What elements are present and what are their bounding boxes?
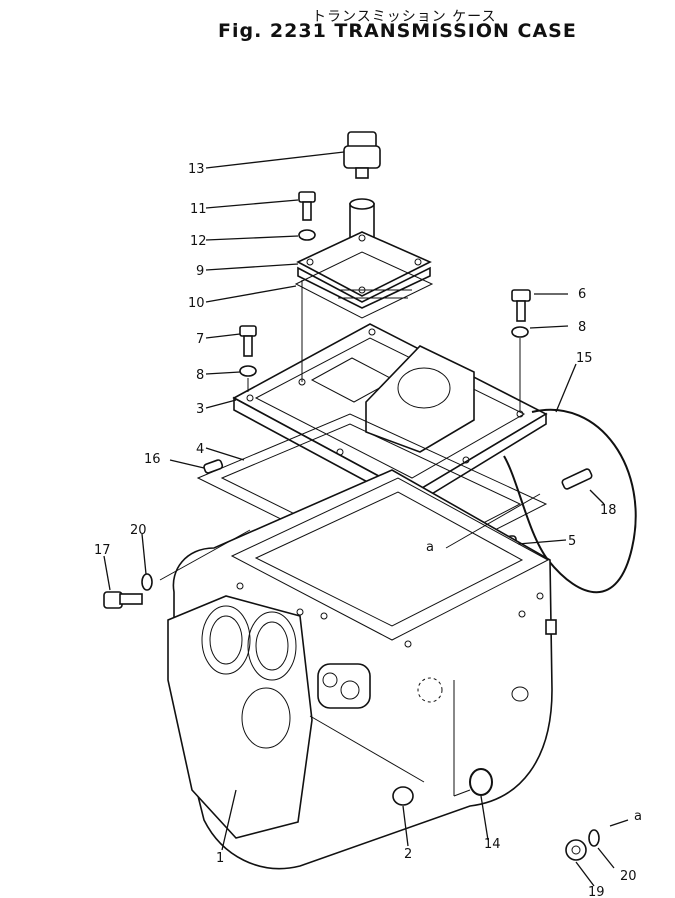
callout-7: 7 [196,332,204,347]
callout-10: 10 [188,296,205,311]
callout-5: 5 [568,534,576,549]
callout-1: 1 [216,851,224,866]
part-19-nut [565,839,587,861]
figure-header: トランスミッション ケース Fig. 2231 TRANSMISSION CAS… [0,0,675,60]
part-12-washer [298,229,316,241]
japanese-title: トランスミッション ケース [312,9,497,25]
part-1-case [167,469,557,870]
part-8-washer-left [239,365,257,377]
part-6-bolt [511,289,531,322]
part-20-washer-right [588,829,600,847]
part-10-gasket [294,251,434,319]
callout-11: 11 [190,202,207,217]
callout-15: 15 [576,351,593,366]
part-20-washer-left [141,573,153,591]
part-13-cap [343,131,381,179]
part-11-bolt [298,191,316,221]
callout-8-right: 8 [578,320,586,335]
leader-lines [103,151,629,887]
figure-title: Fig. 2231 TRANSMISSION CASE [218,20,577,42]
part-7-bolt [239,325,257,357]
callout-a-center: a [426,540,434,555]
callout-labels: 13 11 12 9 10 7 8 3 4 16 6 8 15 18 5 a 2… [94,162,642,898]
callout-13: 13 [188,162,205,177]
callout-a-right: a [634,809,642,824]
callout-16: 16 [144,452,161,467]
part-16-dowel [203,459,224,474]
callout-12: 12 [190,234,207,249]
callout-20-left: 20 [130,523,147,538]
callout-19: 19 [588,885,605,898]
callout-20-right: 20 [620,869,637,884]
part-2-plug [392,786,414,806]
callout-8-left: 8 [196,368,204,383]
callout-17: 17 [94,543,111,558]
part-15-o-ring [503,409,637,594]
part-18-stud [561,468,593,490]
callout-4: 4 [196,442,204,457]
callout-3: 3 [196,402,204,417]
part-8-washer-right [511,326,529,338]
callout-2: 2 [404,847,412,862]
callout-18: 18 [600,503,617,518]
part-17-bolt [103,591,143,609]
part-9-cover [296,198,432,309]
part-14-o-ring [469,768,493,796]
callout-14: 14 [484,837,501,852]
callout-9: 9 [196,264,204,279]
callout-6: 6 [578,287,586,302]
